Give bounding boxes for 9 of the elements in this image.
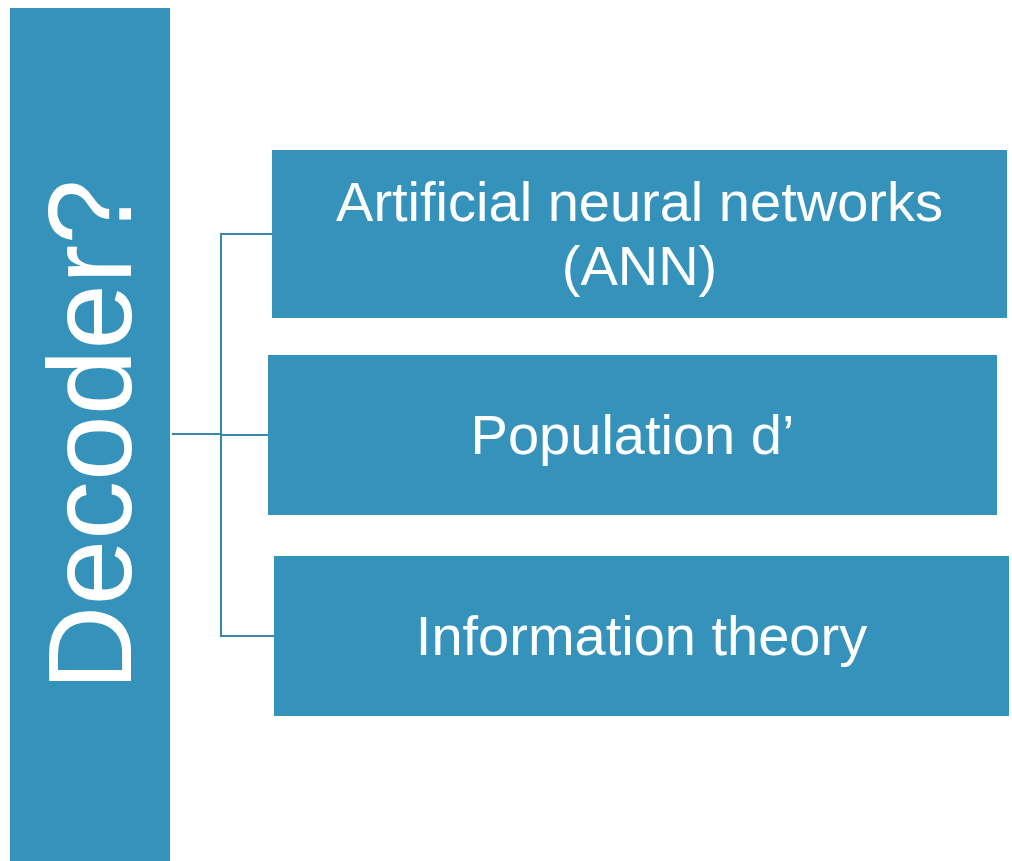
option-box bbox=[272, 150, 1007, 318]
option-label: Artificial neural networks (ANN) bbox=[335, 169, 944, 299]
title-text: Decoder? bbox=[31, 178, 149, 691]
option-label: Information theory bbox=[414, 603, 869, 669]
vertical-title-bar bbox=[10, 8, 170, 861]
connector-line bbox=[171, 433, 275, 637]
option-box bbox=[274, 556, 1009, 716]
option-label: Population d’ bbox=[469, 402, 796, 468]
option-box bbox=[268, 355, 997, 515]
